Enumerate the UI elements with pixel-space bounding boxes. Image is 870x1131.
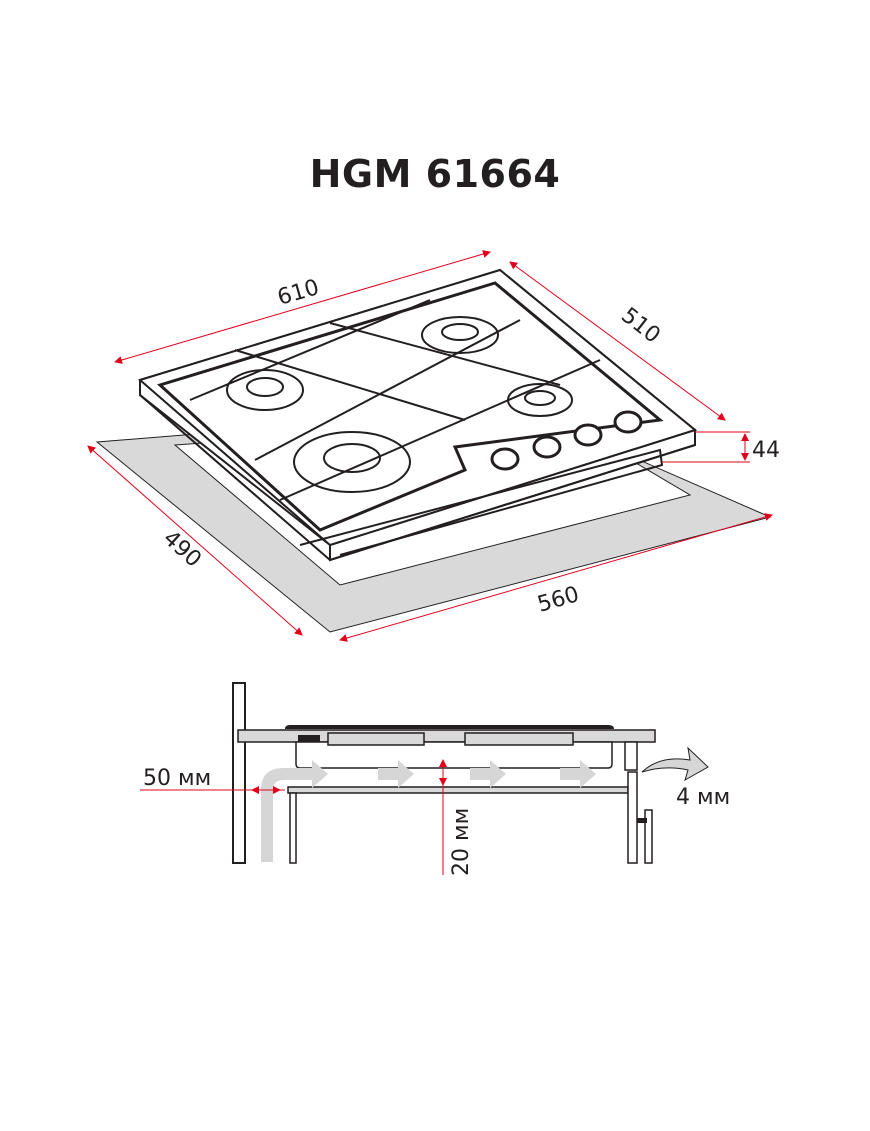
dimension-label-rear-gap: 4 мм	[676, 785, 730, 810]
control-knobs	[490, 410, 643, 471]
airflow-arrows	[261, 746, 709, 862]
dimension-label: 50 мм	[143, 766, 211, 791]
dimension-wall-clearance: 50 мм	[140, 766, 285, 794]
dimension-label: 490	[158, 526, 206, 573]
model-title: HGM 61664	[309, 152, 561, 196]
dimension-label: 44	[752, 438, 780, 463]
side-view: 50 мм 20 мм 4 мм	[140, 682, 730, 876]
dimension-air-gap: 20 мм	[439, 759, 474, 876]
dimension-label: 610	[275, 275, 322, 311]
dimension-label: 560	[535, 582, 582, 618]
dimension-label: 510	[616, 303, 664, 349]
dimension-label: 20 мм	[449, 808, 474, 876]
burner-left	[226, 369, 304, 411]
dimension-height: 44	[662, 431, 780, 463]
